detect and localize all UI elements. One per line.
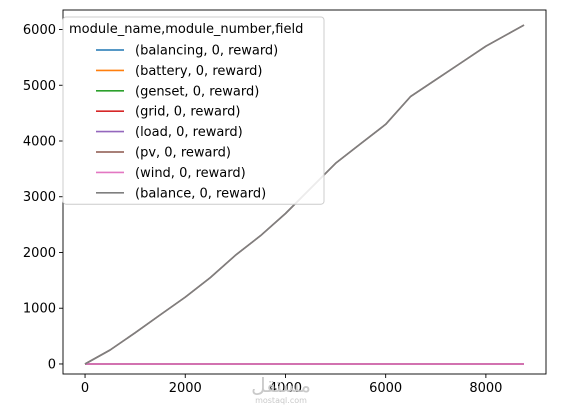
legend: module_name,module_number,field (balancin… [62, 16, 325, 205]
legend-label-2: (genset, 0, reward) [135, 84, 259, 99]
watermark-main: مستقل [251, 373, 311, 397]
legend-label-4: (load, 0, reward) [135, 125, 243, 140]
legend-box [62, 16, 325, 205]
legend-label-7: (balance, 0, reward) [135, 186, 266, 201]
legend-label-6: (wind, 0, reward) [135, 166, 246, 181]
y-tick-label: 4000 [23, 134, 56, 149]
watermark: مستقل mostaql.com [251, 373, 311, 405]
y-tick-label: 5000 [23, 79, 56, 94]
y-tick-label: 2000 [23, 246, 56, 261]
legend-label-0: (balancing, 0, reward) [135, 44, 278, 59]
legend-label-3: (grid, 0, reward) [135, 105, 240, 120]
y-tick-label: 0 [48, 357, 56, 372]
legend-label-5: (pv, 0, reward) [135, 146, 231, 161]
x-tick-label: 6000 [369, 381, 402, 396]
y-tick-label: 1000 [23, 302, 56, 317]
x-tick-label: 2000 [169, 381, 202, 396]
x-tick-label: 4000 [269, 381, 302, 396]
x-tick-label: 8000 [469, 381, 502, 396]
legend-title: module_name,module_number,field [69, 22, 303, 37]
legend-label-1: (battery, 0, reward) [135, 64, 262, 79]
y-tick-label: 3000 [23, 190, 56, 205]
x-tick-label: 0 [81, 381, 89, 396]
watermark-sub: mostaql.com [255, 396, 307, 405]
axes-layer: 0 2000 4000 6000 8000 0 1000 2000 3000 4000 5000 60… [23, 9, 547, 396]
y-tick-label: 6000 [23, 23, 56, 38]
